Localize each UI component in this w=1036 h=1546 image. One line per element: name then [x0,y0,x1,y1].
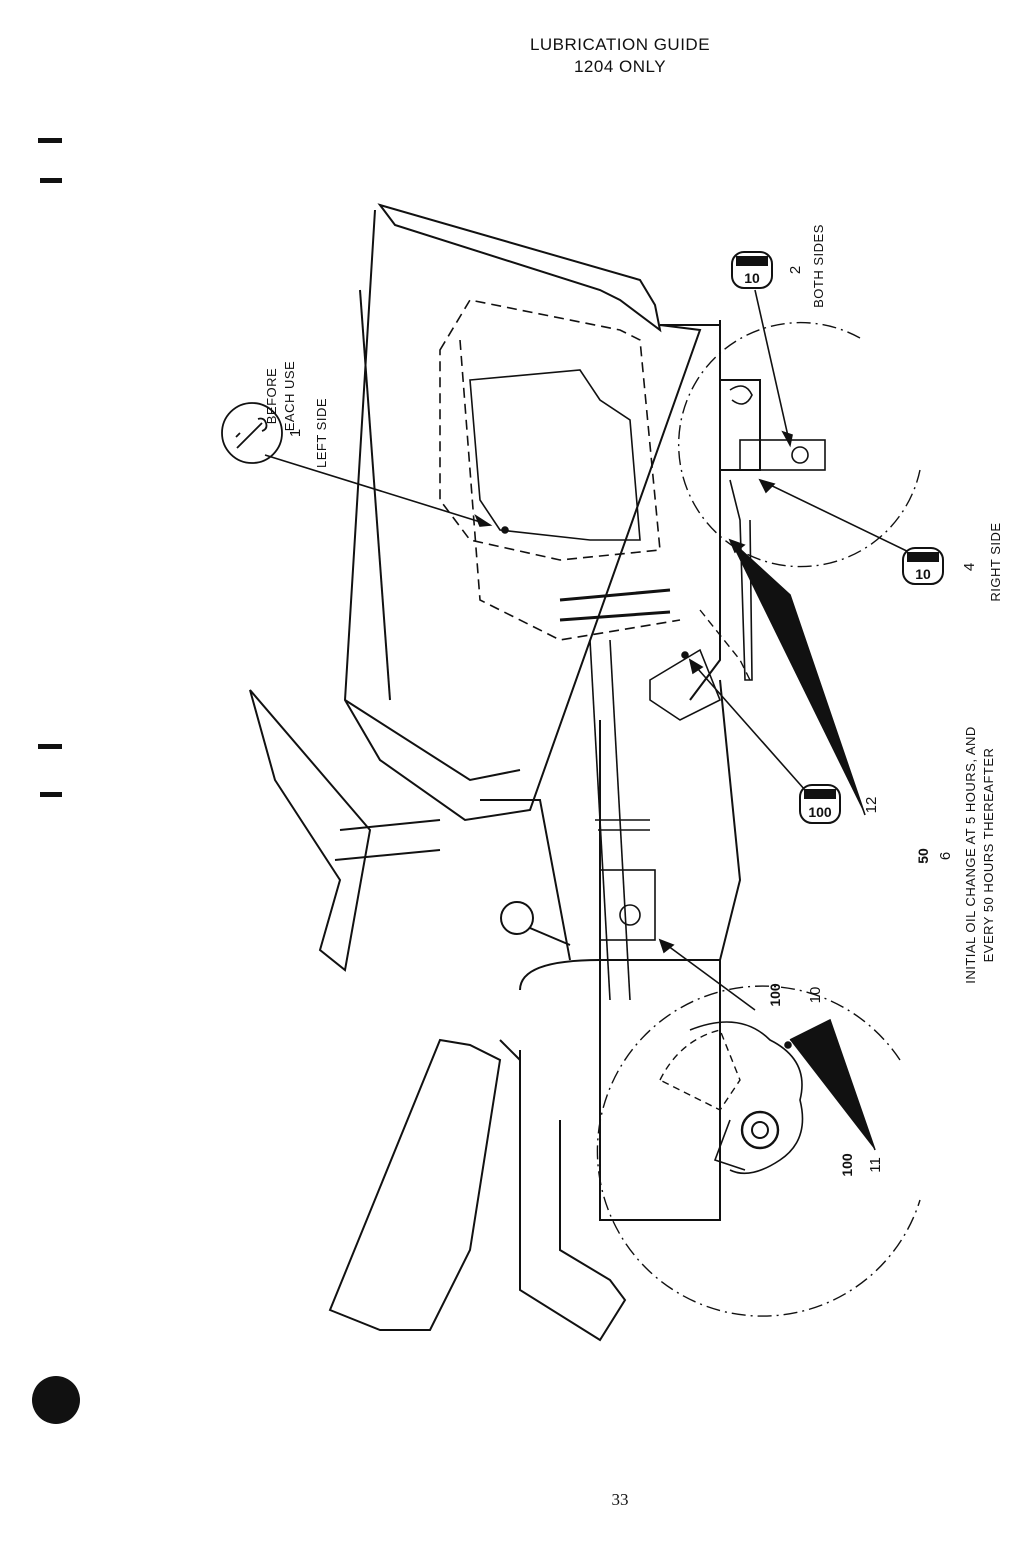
callout-side-label: LEFT SIDE [314,398,329,468]
callout-4: 4 RIGHT SIDE [961,522,1003,601]
callout-number: 11 [867,1157,884,1173]
callout-6: 50 6 [915,848,954,864]
callout-note-line: BEFORE [264,368,279,424]
oil-change-note-line-2: EVERY 50 HOURS THEREAFTER [981,748,996,963]
hole-punch-mark [32,1376,80,1424]
callout-side-label: RIGHT SIDE [988,522,1003,601]
tractor-body-illustration [250,205,825,1340]
callout-12: 12 [863,797,880,814]
callout-number: 6 [937,852,954,860]
callout-number: 4 [961,563,978,571]
interval-label-callout-12: 100 [808,804,832,820]
oil-change-note-line-1: INITIAL OIL CHANGE AT 5 HOURS, AND [963,726,978,984]
callout-10: 100 10 [767,983,824,1007]
grease-gun-icon: 100 [800,785,840,823]
interval-label-callout-6: 50 [915,848,931,864]
grease-gun-icon: 10 [903,548,943,584]
oil-change-note: INITIAL OIL CHANGE AT 5 HOURS, AND EVERY… [963,726,996,984]
front-axle-detail-circle [679,323,920,567]
grease-gun-icon: 10 [732,252,772,288]
callout-side-label: BOTH SIDES [811,224,826,308]
callout-number: 10 [807,987,824,1004]
rear-axle-detail-circle [597,986,920,1316]
callout-2: 2 BOTH SIDES [787,224,826,308]
page-number: 33 [600,1490,640,1510]
callout-number: 2 [787,266,804,274]
interval-label-callout-10: 100 [767,983,783,1007]
interval-label-callout-4: 10 [915,566,931,582]
callout-11: 100 11 [839,1153,884,1177]
callout-number: 12 [863,797,880,814]
callout-note-line: EACH USE [282,361,297,431]
binder-marks [32,138,80,1424]
interval-label-callout-2: 10 [744,270,760,286]
interval-label-callout-11: 100 [839,1153,855,1177]
callout-1: 1 BEFORE EACH USE LEFT SIDE [264,361,329,468]
